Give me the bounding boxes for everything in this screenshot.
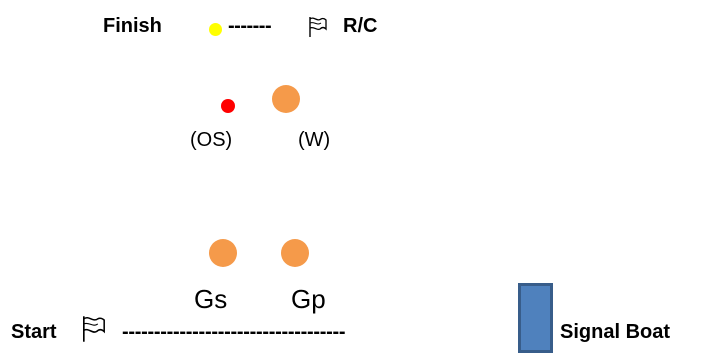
flag-icon <box>307 16 329 38</box>
w-label: (W) <box>298 129 331 151</box>
rc-label: R/C <box>343 15 378 37</box>
start-line-dashes: ----------------------------------- <box>122 321 346 343</box>
os-label: (OS) <box>190 129 233 151</box>
flag-icon <box>80 315 108 343</box>
signal-boat <box>518 283 553 353</box>
finish-label: Finish <box>103 15 162 37</box>
start-label: Start <box>11 321 57 343</box>
finish-pin-mark <box>209 23 222 36</box>
gp-label: Gp <box>291 284 326 314</box>
os-mark <box>221 99 235 113</box>
signal-boat-label: Signal Boat <box>560 321 671 343</box>
finish-line-dashes: ------- <box>228 15 272 37</box>
gp-mark <box>281 239 309 267</box>
gs-label: Gs <box>194 284 228 314</box>
gs-mark <box>209 239 237 267</box>
w-mark <box>272 85 300 113</box>
